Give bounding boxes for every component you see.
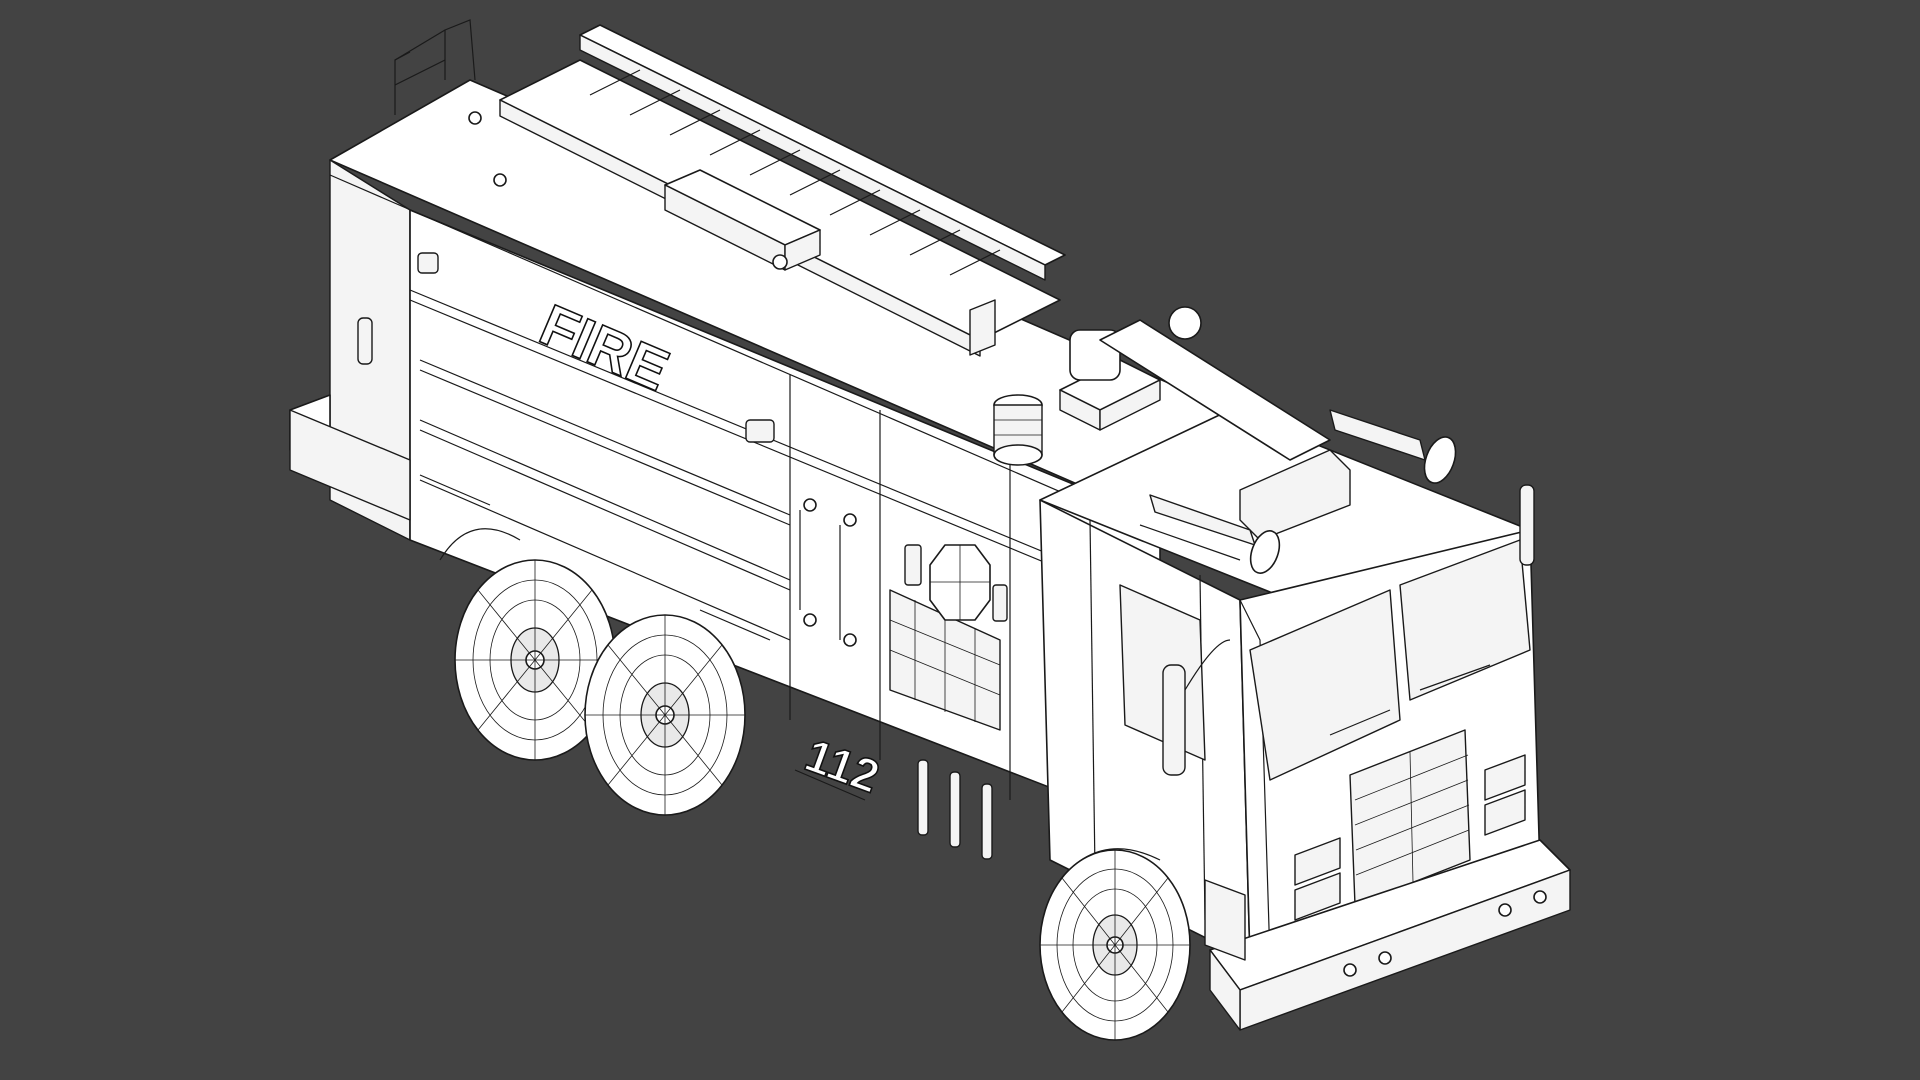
marker-light xyxy=(745,419,775,443)
unit-number: 112 xyxy=(799,729,887,803)
air-horns xyxy=(1139,409,1457,574)
headlights xyxy=(1294,754,1526,921)
wheel-rear-2 xyxy=(584,614,746,816)
pump-panel xyxy=(889,544,1008,860)
rear-handrail xyxy=(394,19,507,187)
marker-light xyxy=(417,252,439,274)
cab xyxy=(1039,409,1571,1031)
rear-light xyxy=(357,317,373,365)
siren-beacon xyxy=(993,394,1043,466)
water-cannon xyxy=(1059,306,1351,541)
side-mirror xyxy=(1162,484,1535,776)
ladder xyxy=(499,24,1066,357)
wheel-front xyxy=(1039,849,1191,1041)
wheel-rear-1 xyxy=(454,559,616,761)
